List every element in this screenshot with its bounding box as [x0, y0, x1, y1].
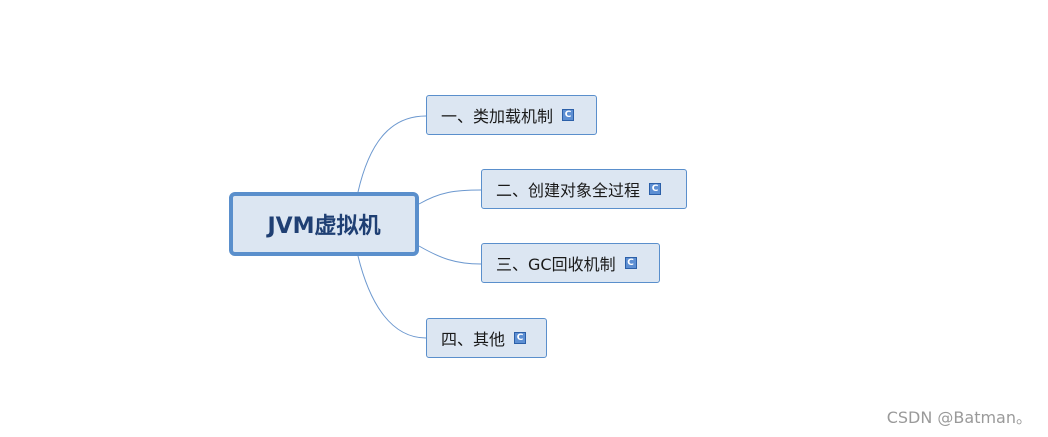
root-node[interactable]: JVM虚拟机: [229, 192, 419, 256]
connector-branch-3: [418, 245, 482, 265]
root-node-label: JVM虚拟机: [267, 214, 381, 239]
branch-node-label: 三、GC回收机制: [496, 255, 616, 274]
branch-node-class-loading[interactable]: 一、类加载机制 C: [426, 95, 597, 135]
branch-node-other[interactable]: 四、其他 C: [426, 318, 547, 358]
branch-node-label: 一、类加载机制: [441, 107, 554, 126]
branch-node-label: 四、其他: [441, 330, 506, 349]
branch-node-object-creation[interactable]: 二、创建对象全过程 C: [481, 169, 687, 209]
c-icon[interactable]: C: [514, 332, 527, 344]
connector-branch-1: [357, 115, 427, 193]
c-icon[interactable]: C: [624, 257, 637, 269]
c-icon[interactable]: C: [562, 109, 575, 121]
watermark: CSDN @Batman。: [886, 408, 1032, 427]
c-icon[interactable]: C: [649, 183, 662, 195]
connector-branch-2: [418, 189, 482, 205]
connector-branch-4: [357, 255, 427, 339]
branch-node-label: 二、创建对象全过程: [496, 181, 641, 200]
branch-node-gc[interactable]: 三、GC回收机制 C: [481, 243, 660, 283]
